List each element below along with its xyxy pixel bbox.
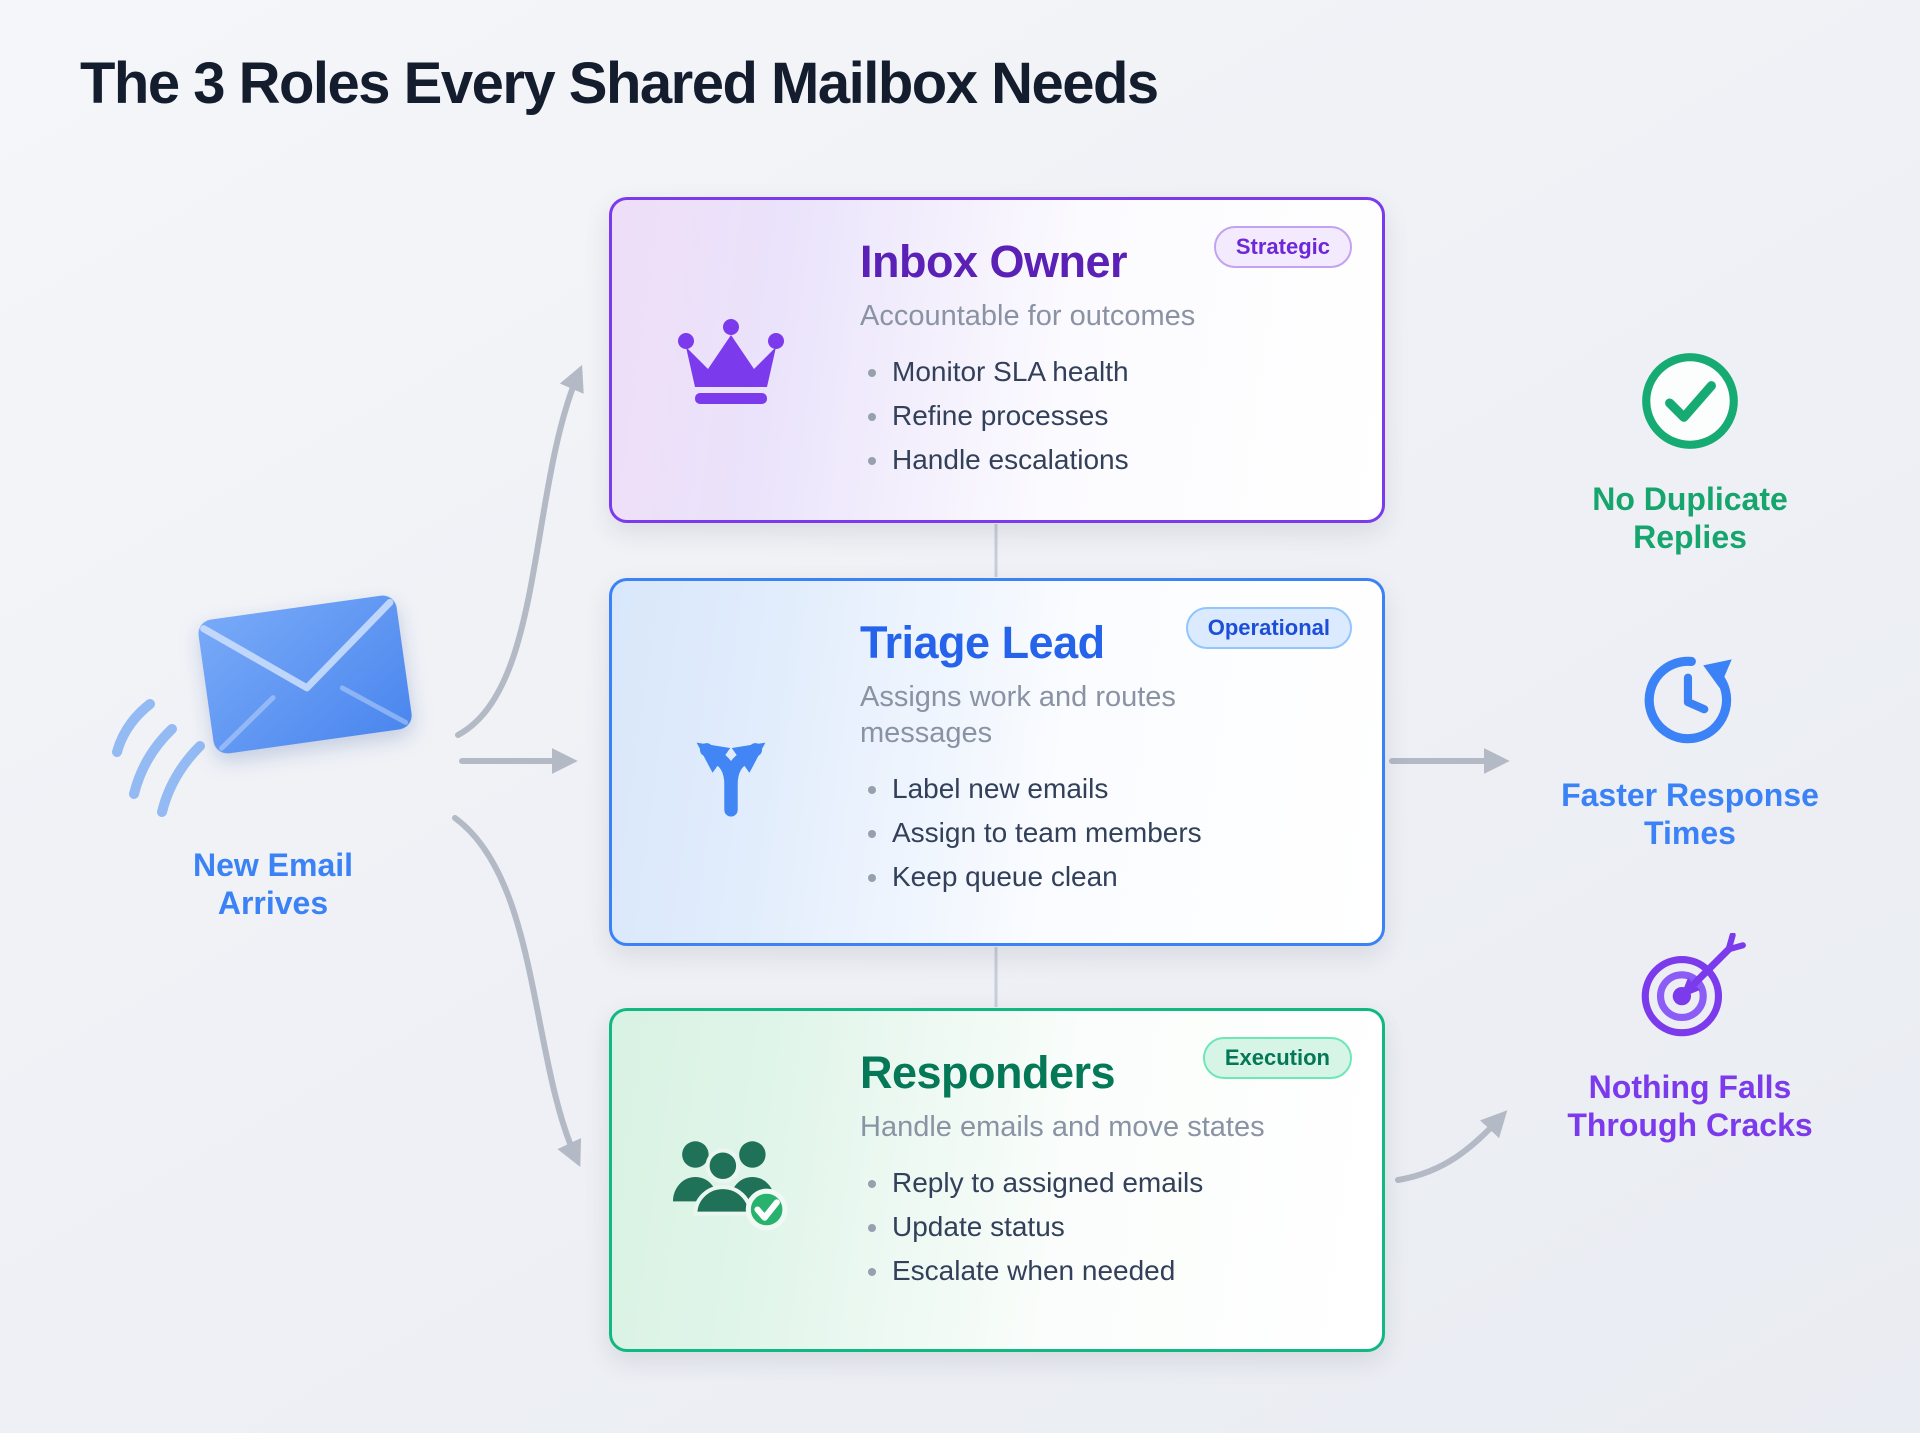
role-card-inbox-owner: Inbox Owner Strategic Accountable for ou… — [609, 197, 1385, 523]
role-bullets: Reply to assigned emails Update status E… — [860, 1161, 1342, 1293]
role-title: Triage Lead — [860, 617, 1105, 668]
bullet-item: Escalate when needed — [860, 1249, 1342, 1293]
role-badge: Operational — [1185, 607, 1352, 649]
outcome-label: Faster Response Times — [1561, 777, 1819, 852]
outcome-nothing-falls-through-cracks: Nothing Falls Through Cracks — [1510, 930, 1870, 1145]
outcome-label: No Duplicate Replies — [1592, 481, 1788, 556]
envelope-icon — [110, 552, 440, 852]
bullet-item: Label new emails — [860, 767, 1342, 811]
role-bullets: Label new emails Assign to team members … — [860, 767, 1342, 899]
team-check-icon — [612, 1011, 850, 1349]
arrow-responders-to-outcome — [1395, 1110, 1508, 1183]
target-arrow-icon — [1629, 930, 1751, 1048]
bullet-item: Update status — [860, 1205, 1342, 1249]
role-subtitle: Handle emails and move states — [860, 1111, 1265, 1143]
role-subtitle: Assigns work and routes messages — [860, 681, 1176, 749]
outcome-faster-response-times: Faster Response Times — [1510, 638, 1870, 853]
bullet-item: Assign to team members — [860, 811, 1342, 855]
arrow-email-to-owner — [455, 364, 584, 738]
role-bullets: Monitor SLA health Refine processes Hand… — [860, 350, 1342, 482]
arrow-email-to-responders — [452, 815, 582, 1168]
outcome-label: Nothing Falls Through Cracks — [1567, 1069, 1813, 1144]
page-title: The 3 Roles Every Shared Mailbox Needs — [80, 51, 1159, 116]
bullet-item: Handle escalations — [860, 438, 1342, 482]
role-card-responders: Responders Execution Handle emails and m… — [609, 1008, 1385, 1352]
bullet-item: Reply to assigned emails — [860, 1161, 1342, 1205]
crown-icon — [612, 200, 850, 520]
role-title: Responders — [860, 1047, 1116, 1098]
role-subtitle: Accountable for outcomes — [860, 300, 1196, 332]
clock-arrow-icon — [1634, 638, 1746, 756]
role-card-triage-lead: Triage Lead Operational Assigns work and… — [609, 578, 1385, 946]
split-arrows-icon — [612, 581, 850, 943]
role-title: Inbox Owner — [860, 236, 1128, 287]
motion-lines-icon — [112, 699, 205, 817]
role-badge: Strategic — [1213, 226, 1352, 268]
outcome-no-duplicate-replies: No Duplicate Replies — [1510, 342, 1870, 557]
role-badge: Execution — [1202, 1037, 1352, 1079]
check-circle-icon — [1634, 342, 1746, 460]
bullet-item: Monitor SLA health — [860, 350, 1342, 394]
email-source-label: New Email Arrives — [192, 847, 354, 922]
bullet-item: Refine processes — [860, 394, 1342, 438]
bullet-item: Keep queue clean — [860, 855, 1342, 899]
